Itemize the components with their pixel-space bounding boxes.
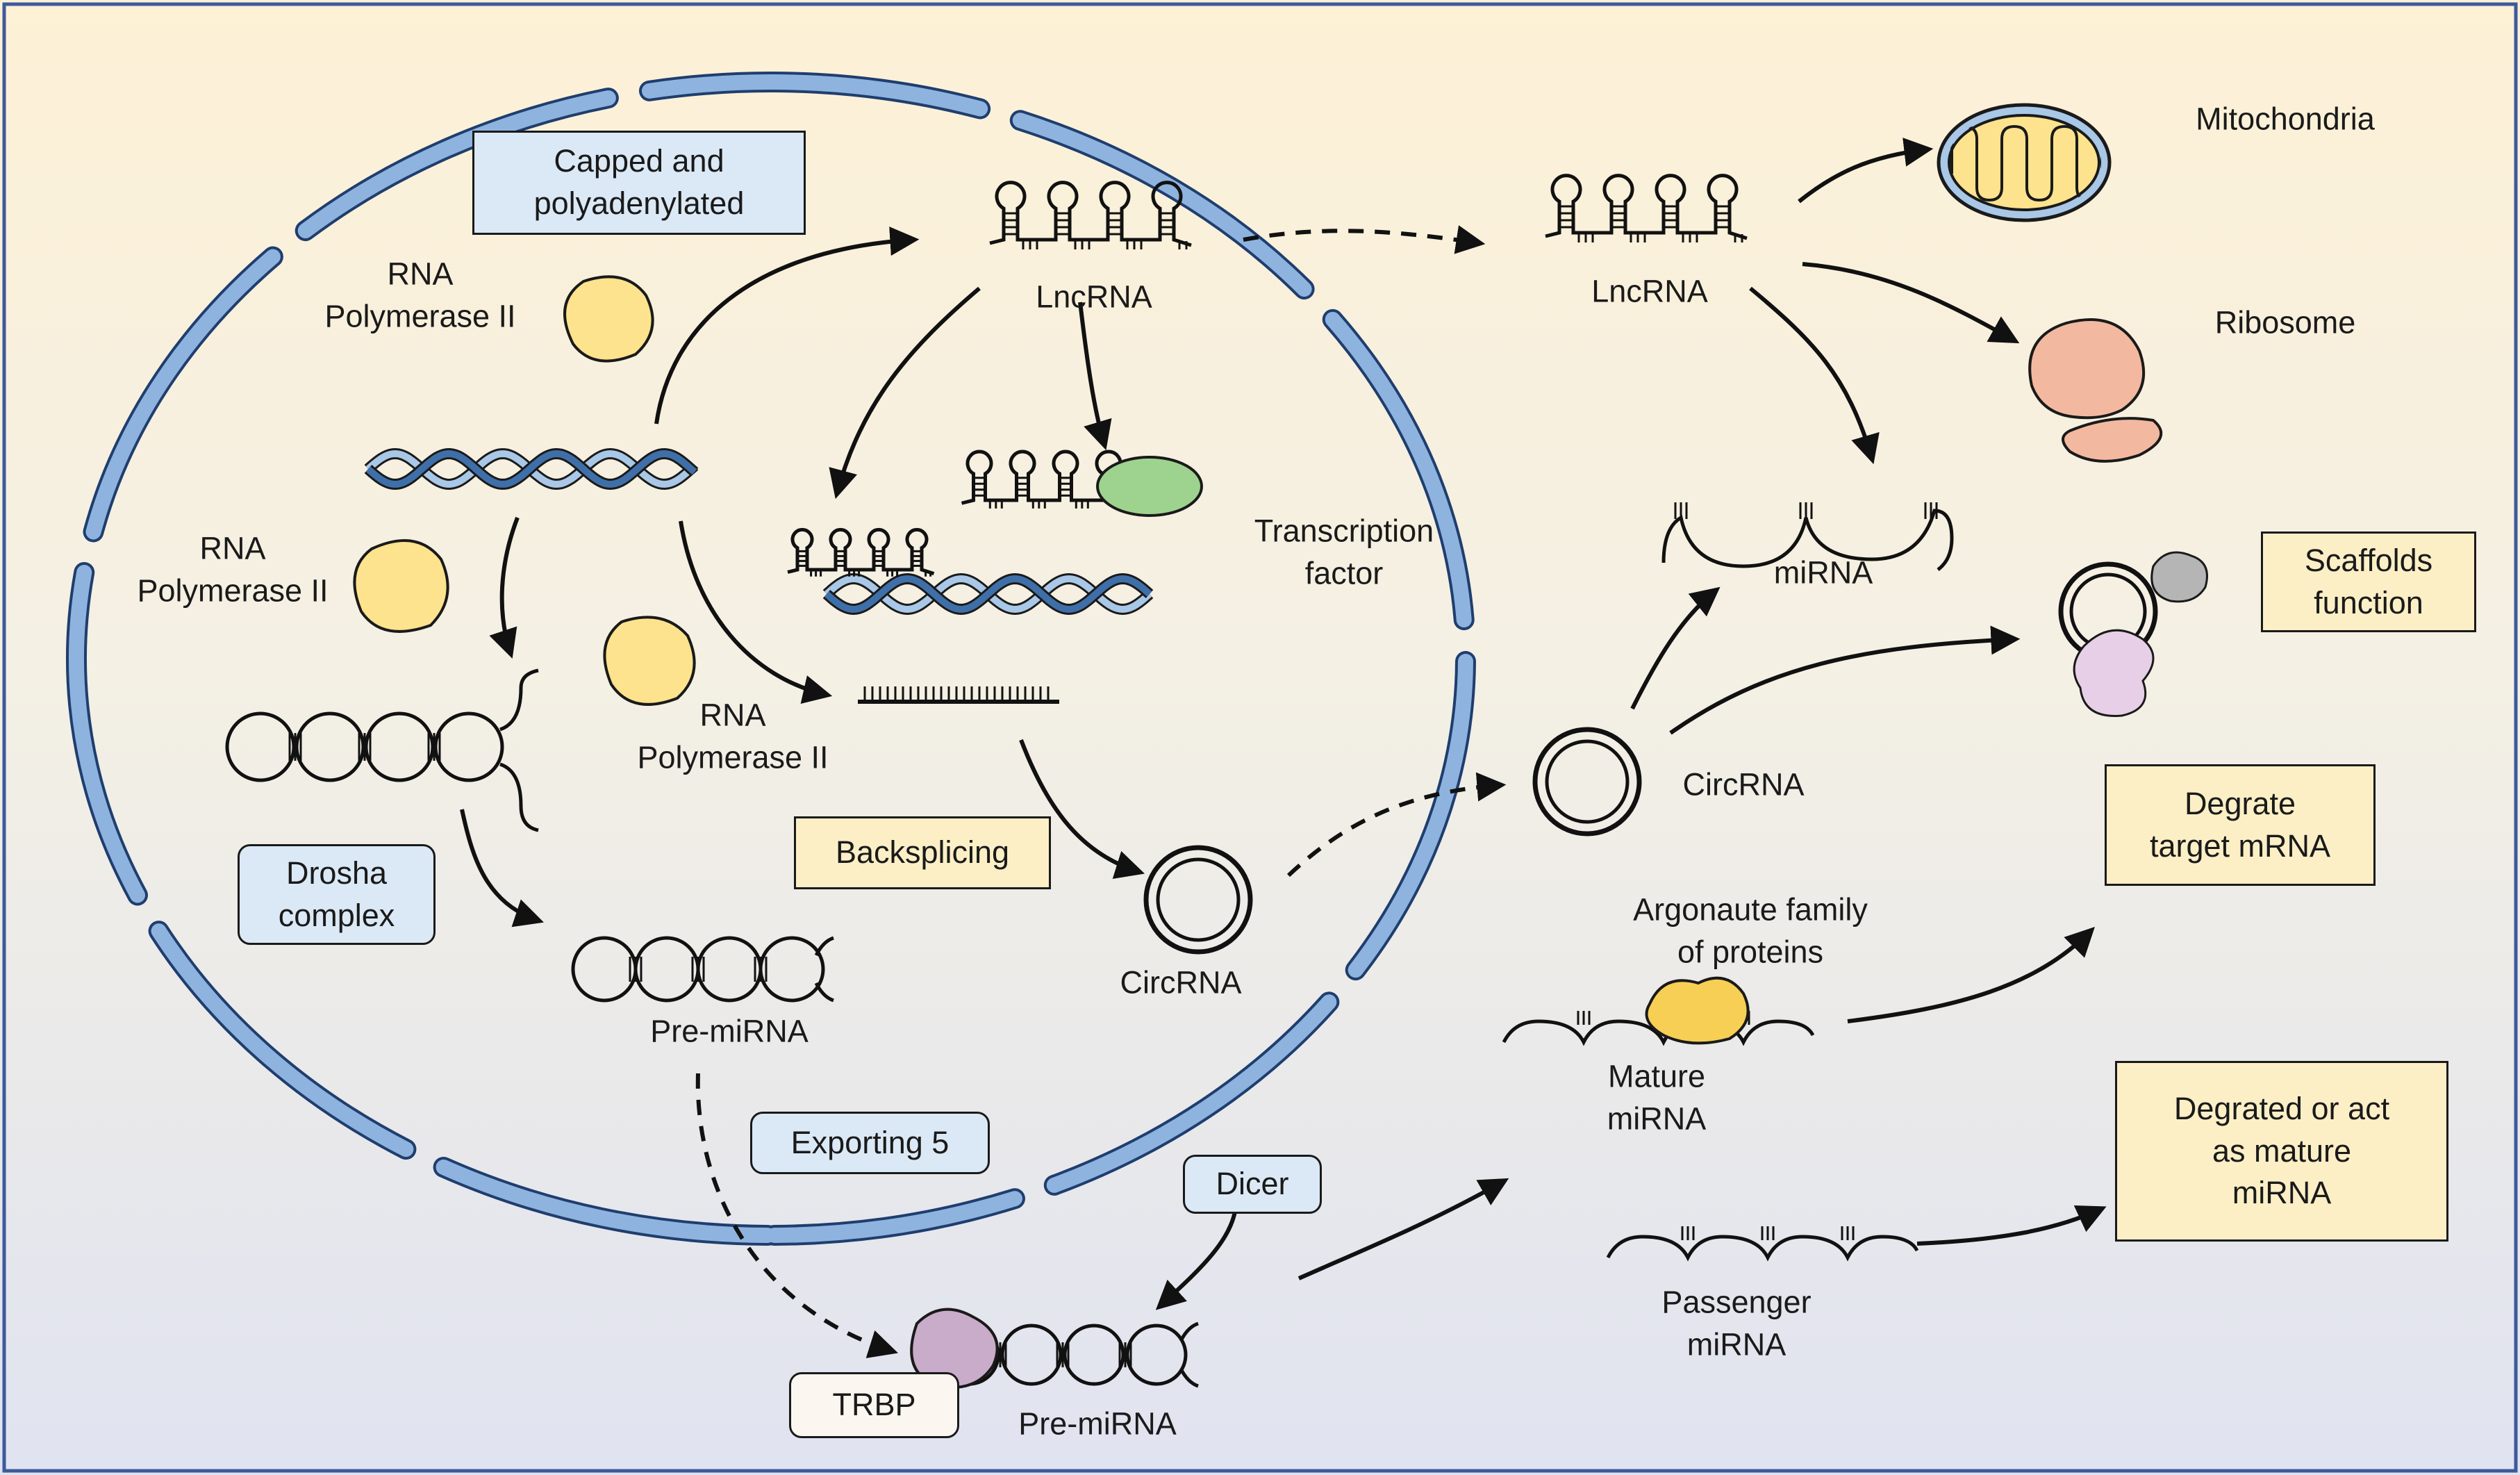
mitochondrion-icon bbox=[1937, 103, 2112, 222]
argonaute-protein-icon bbox=[1645, 976, 1750, 1045]
arrow-group bbox=[460, 138, 2107, 1310]
nucleus-membrane bbox=[66, 72, 1476, 1246]
capped-polyadenylated-box: Capped and polyadenylated bbox=[472, 131, 806, 235]
exporting-5-box: Exporting 5 bbox=[750, 1112, 990, 1174]
ribosome-icon bbox=[2028, 318, 2163, 463]
rna-polymerase-label: RNA Polymerase II bbox=[324, 256, 516, 333]
ribosome-label: Ribosome bbox=[2214, 304, 2356, 340]
passenger-mirna-label: Passenger miRNA bbox=[1661, 1284, 1812, 1362]
passenger-mirna-icon bbox=[1606, 1235, 1919, 1262]
hairpin-rna-icon bbox=[961, 450, 1130, 509]
drosha-complex-box: Drosha complex bbox=[238, 844, 436, 945]
argonaute-label: Argonaute family of proteins bbox=[1633, 891, 1868, 969]
rna-polymerase-label: RNA Polymerase II bbox=[637, 697, 829, 775]
transcription-factor-icon bbox=[1096, 456, 1203, 517]
trbp-protein-icon bbox=[910, 1308, 999, 1389]
dna-double-helix-icon bbox=[822, 572, 1154, 616]
polymerase-blob-icon bbox=[353, 539, 449, 633]
mature-mirna-label: Mature miRNA bbox=[1607, 1058, 1707, 1136]
dna-double-helix-icon bbox=[364, 447, 699, 491]
mature-mirna-icon bbox=[1502, 1019, 1815, 1046]
scaffolds-function-box: Scaffolds function bbox=[2261, 532, 2476, 632]
degrate-target-mrna-box: Degrate target mRNA bbox=[2105, 764, 2376, 886]
circular-rna-icon bbox=[1143, 845, 1253, 955]
hairpin-rna-icon bbox=[1545, 174, 1748, 242]
pre-mirna-label: Pre-miRNA bbox=[650, 1013, 809, 1049]
dashed-arrow-group bbox=[695, 225, 1507, 1358]
rna-polymerase-label: RNA Polymerase II bbox=[137, 530, 329, 608]
dicer-box: Dicer bbox=[1183, 1155, 1322, 1214]
scaffold-complex-icon bbox=[2058, 551, 2208, 717]
degrated-or-act-box: Degrated or act as mature miRNA bbox=[2115, 1061, 2448, 1242]
lncrna-label: LncRNA bbox=[1036, 279, 1152, 315]
pri-mirna-icon bbox=[225, 668, 539, 832]
circrna-label: CircRNA bbox=[1120, 964, 1242, 1000]
circrna-label: CircRNA bbox=[1682, 766, 1805, 802]
circular-rna-icon bbox=[1532, 727, 1642, 837]
polymerase-blob-icon bbox=[563, 275, 654, 363]
mirna-strand-icon bbox=[1661, 509, 1954, 571]
polymerase-blob-icon bbox=[603, 616, 696, 706]
pre-mirna-label: Pre-miRNA bbox=[1018, 1406, 1177, 1442]
hairpin-rna-icon bbox=[787, 527, 935, 577]
transcription-factor-label: Transcription factor bbox=[1254, 513, 1434, 591]
hairpin-rna-icon bbox=[989, 181, 1192, 249]
mitochondria-label: Mitochondria bbox=[2196, 101, 2375, 137]
lncrna-label: LncRNA bbox=[1591, 273, 1708, 309]
backsplicing-box: Backsplicing bbox=[794, 816, 1051, 889]
mirna-label: miRNA bbox=[1773, 554, 1873, 591]
linear-rna-icon bbox=[858, 686, 1059, 704]
trbp-box: TRBP bbox=[789, 1372, 959, 1438]
